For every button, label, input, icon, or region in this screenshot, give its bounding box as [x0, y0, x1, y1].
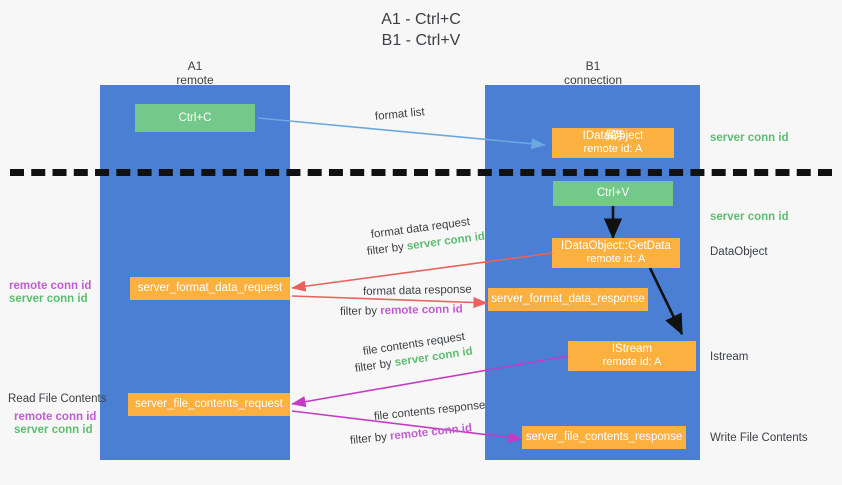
annotation-file-contents-response: file contents response [373, 398, 486, 424]
annotation-file-contents-response-filter: filter by remote conn id [349, 421, 472, 448]
swimlane-a1-name: A1 [187, 59, 203, 73]
dashed-divider [10, 169, 832, 176]
label-left-server-conn-id-1: server conn id [9, 293, 88, 305]
box-server-file-contents-response[interactable]: server_file_contents_response [522, 426, 686, 449]
annotation-format-data-response-filter: filter by remote conn id [340, 302, 463, 319]
box-server-file-contents-request-label: server_file_contents_request [135, 398, 283, 410]
box-getdata-line1: IDataObject::GetData [561, 240, 671, 252]
label-right-server-conn-id-mid: server conn id [710, 211, 789, 223]
box-server-file-contents-request[interactable]: server_file_contents_request [128, 393, 290, 416]
annotation-filter-keyword-remote-conn-id: remote conn id [380, 303, 463, 318]
box-server-format-data-response-label: server_format_data_response [491, 293, 645, 305]
box-istream-line2: remote id: A [602, 356, 662, 368]
box-idataobject-line1: IDataObject 保存 [556, 130, 670, 143]
box-server-format-data-request[interactable]: server_format_data_request [130, 277, 290, 300]
box-istream-line1: IStream [611, 343, 653, 355]
annotation-format-list: format list [374, 105, 425, 124]
box-server-format-data-response[interactable]: server_format_data_response [488, 288, 648, 311]
annotation-filter-prefix: filter by [354, 357, 396, 375]
annotation-filter-keyword-remote-conn-id: remote conn id [389, 422, 473, 443]
box-idataobject-overflow-glyphs: 保存 [604, 130, 625, 142]
annotation-format-list-text: format list [374, 106, 426, 123]
box-getdata-line2: remote id: A [586, 253, 646, 265]
label-left-remote-conn-id-1: remote conn id [9, 280, 92, 292]
annotation-file-contents-response-text: file contents response [373, 399, 486, 423]
swimlane-a1-sub: remote [176, 73, 214, 87]
annotation-filter-prefix: filter by [349, 430, 391, 447]
swimlane-b1-header: B1 connection [533, 59, 653, 87]
box-idataobject-text: IDataObject [582, 130, 644, 142]
title-line-2: B1 - Ctrl+V [381, 32, 461, 49]
label-left-read-file-contents: Read File Contents [8, 393, 107, 405]
annotation-format-data-response: format data response [363, 283, 472, 299]
label-left-remote-conn-id-2: remote conn id [14, 411, 97, 423]
annotation-format-data-response-text: format data response [362, 283, 472, 298]
box-server-format-data-request-label: server_format_data_request [137, 282, 283, 294]
swimlane-b1-name: B1 [585, 59, 601, 73]
box-idataobject-line2: remote id: A [583, 143, 643, 155]
box-istream[interactable]: IStream remote id: A [568, 341, 696, 371]
annotation-filter-prefix: filter by [366, 240, 408, 258]
box-server-file-contents-response-label: server_file_contents_response [525, 431, 683, 443]
box-ctrl-v-label: Ctrl+V [596, 187, 630, 199]
box-ctrl-c[interactable]: Ctrl+C [135, 104, 255, 132]
label-right-write-file-contents: Write File Contents [710, 432, 808, 444]
swimlane-a1-header: A1 remote [135, 59, 255, 87]
box-ctrl-v[interactable]: Ctrl+V [553, 181, 673, 206]
box-idataobject[interactable]: IDataObject 保存 remote id: A [552, 128, 674, 158]
label-right-dataobject: DataObject [710, 246, 768, 258]
label-right-server-conn-id-top: server conn id [710, 132, 789, 144]
swimlane-b1-sub: connection [563, 73, 623, 87]
label-left-server-conn-id-2: server conn id [14, 424, 93, 436]
title-line-1: A1 - Ctrl+C [381, 11, 461, 28]
annotation-filter-prefix: filter by [339, 305, 381, 318]
label-right-istream: Istream [710, 351, 749, 363]
page-title: A1 - Ctrl+C B1 - Ctrl+V [0, 9, 842, 51]
box-ctrl-c-label: Ctrl+C [178, 111, 212, 124]
box-getdata[interactable]: IDataObject::GetData remote id: A [552, 238, 680, 268]
